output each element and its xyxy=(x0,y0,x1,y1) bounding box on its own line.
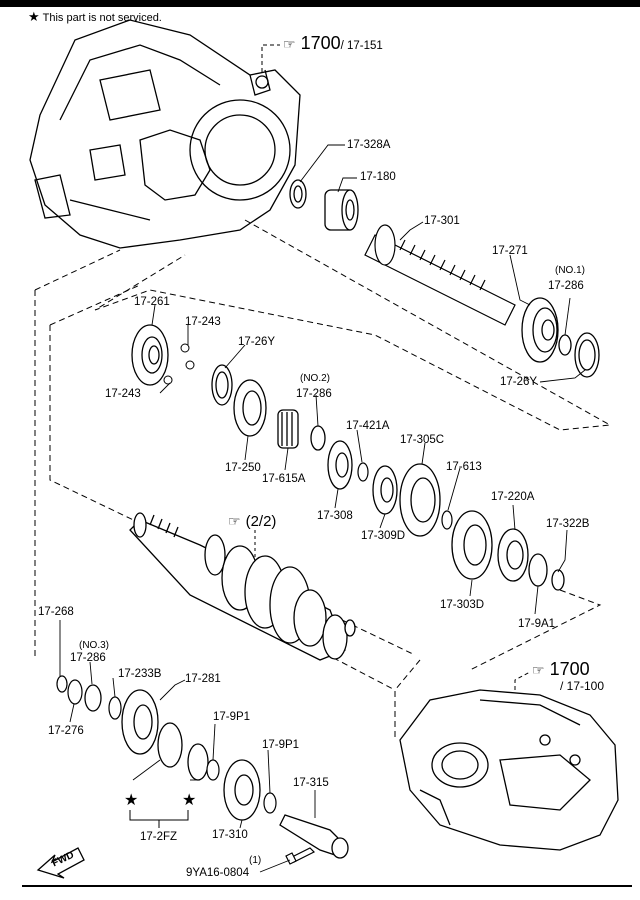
ring-17-286-no3 xyxy=(84,684,102,712)
label-17-180: 17-180 xyxy=(360,171,396,183)
ref-leader-top xyxy=(261,44,280,72)
ring-17-286-no2 xyxy=(310,425,326,451)
label-17-615A: 17-615A xyxy=(262,473,306,485)
ring-17-233B xyxy=(108,696,122,720)
ring-17-268 xyxy=(56,675,68,693)
label-17-303D: 17-303D xyxy=(440,599,485,611)
label-17-9P1-a: 17-9P1 xyxy=(213,711,251,723)
ref-shaft-2-2: ☞ (2/2) xyxy=(228,511,276,529)
label-17-613: 17-613 xyxy=(446,461,482,473)
synchro-ring-left xyxy=(157,722,183,768)
ring-17-286-no1 xyxy=(558,334,572,356)
label-17-9P1-b: 17-9P1 xyxy=(262,739,300,751)
ref-leader-right xyxy=(514,671,531,690)
ref-top-sub: / 17-151 xyxy=(340,40,383,52)
label-17-310: 17-310 xyxy=(212,829,248,841)
pointing-hand-icon: ☞ xyxy=(532,662,545,678)
ring-17-613 xyxy=(441,510,453,530)
ref-right-1700: ☞ 1700 xyxy=(532,660,590,678)
ref-right-main: 1700 xyxy=(549,659,590,679)
ref-right-sub: / 17-100 xyxy=(560,679,605,693)
label-17-286-no1: 17-286 xyxy=(548,280,584,292)
pointing-hand-icon: ☞ xyxy=(228,513,241,529)
synchro-ring-17-26Y-left xyxy=(211,364,233,406)
shaft-17-315 xyxy=(279,814,349,859)
washer-17-9P1-a xyxy=(206,759,220,781)
label-17-268: 17-268 xyxy=(38,606,74,618)
label-no2: (NO.2) xyxy=(300,373,330,384)
gear-17-281 xyxy=(121,689,159,755)
star-mark-left: ★ xyxy=(124,792,139,809)
transmission-case-bottom xyxy=(399,689,619,851)
label-17-281: 17-281 xyxy=(185,673,221,685)
label-17-243-bottom: 17-243 xyxy=(105,388,141,400)
needle-bearing-17-615A xyxy=(277,409,299,449)
label-qty-1: (1) xyxy=(249,855,262,866)
hub-17-261 xyxy=(131,324,169,386)
assembly-boundaries xyxy=(34,219,612,740)
label-17-308: 17-308 xyxy=(317,510,353,522)
gear-17-308 xyxy=(327,440,353,490)
label-17-322B: 17-322B xyxy=(546,518,590,530)
label-17-261: 17-261 xyxy=(134,296,170,308)
label-17-220A: 17-220A xyxy=(491,491,535,503)
snap-ring-17-322B xyxy=(551,569,565,591)
synchro-ring-right xyxy=(187,743,209,781)
ref-top-1700: ☞ 1700/ 17-151 xyxy=(283,34,383,53)
main-shaft-17-301 xyxy=(364,224,516,326)
ref-top-main: 1700 xyxy=(300,33,341,53)
label-17-9A1: 17-9A1 xyxy=(518,618,556,630)
bottom-border xyxy=(22,885,632,887)
bolt-9YA16-0804 xyxy=(285,847,316,865)
label-17-286-no2: 17-286 xyxy=(296,388,332,400)
label-9YA16-0804: 9YA16-0804 xyxy=(186,867,250,879)
gear-17-271 xyxy=(521,297,559,363)
gear-17-303D xyxy=(451,510,493,580)
bearing-17-220A xyxy=(497,528,529,582)
label-17-305C: 17-305C xyxy=(400,434,445,446)
gear-17-250 xyxy=(233,379,267,437)
gear-17-309D xyxy=(372,465,398,515)
ring-17-276 xyxy=(67,679,83,705)
label-no3: (NO.3) xyxy=(79,640,109,651)
star-mark-right: ★ xyxy=(182,792,197,809)
label-no1: (NO.1) xyxy=(555,265,585,276)
gear-17-310 xyxy=(223,759,261,821)
label-17-26Y-left: 17-26Y xyxy=(238,336,276,348)
label-17-243-top: 17-243 xyxy=(185,316,221,328)
leader-lines xyxy=(59,144,586,873)
label-17-328A: 17-328A xyxy=(347,139,391,151)
keys-17-243 xyxy=(163,343,195,385)
ring-17-9A1 xyxy=(528,553,548,587)
label-17-421A: 17-421A xyxy=(346,420,390,432)
snap-ring-17-421A xyxy=(357,462,369,482)
pointing-hand-icon: ☞ xyxy=(283,36,296,52)
transmission-case-top xyxy=(29,19,301,249)
washer-17-9P1-b xyxy=(263,792,277,814)
ref-shaft-main: (2/2) xyxy=(245,513,277,530)
label-17-2FZ: 17-2FZ xyxy=(140,831,178,843)
label-17-250: 17-250 xyxy=(225,462,261,474)
label-17-309D: 17-309D xyxy=(361,530,406,542)
2FZ-bracket xyxy=(129,810,189,828)
label-17-233B: 17-233B xyxy=(118,668,162,680)
gear-17-305C xyxy=(399,463,441,537)
label-17-276: 17-276 xyxy=(48,725,84,737)
label-17-301: 17-301 xyxy=(424,215,460,227)
label-17-271: 17-271 xyxy=(492,245,528,257)
label-17-26Y-right: 17-26Y xyxy=(500,376,538,388)
star-icon: ★ xyxy=(28,9,40,24)
synchro-ring-17-26Y-right xyxy=(574,332,600,378)
label-17-315: 17-315 xyxy=(293,777,329,789)
fwd-arrow-icon xyxy=(36,847,85,879)
label-17-286-no3: 17-286 xyxy=(70,652,106,664)
oil-seal-17-328A xyxy=(289,179,307,209)
countershaft-assembly xyxy=(129,512,356,661)
bearing-17-180 xyxy=(324,189,359,231)
top-border xyxy=(0,0,640,7)
